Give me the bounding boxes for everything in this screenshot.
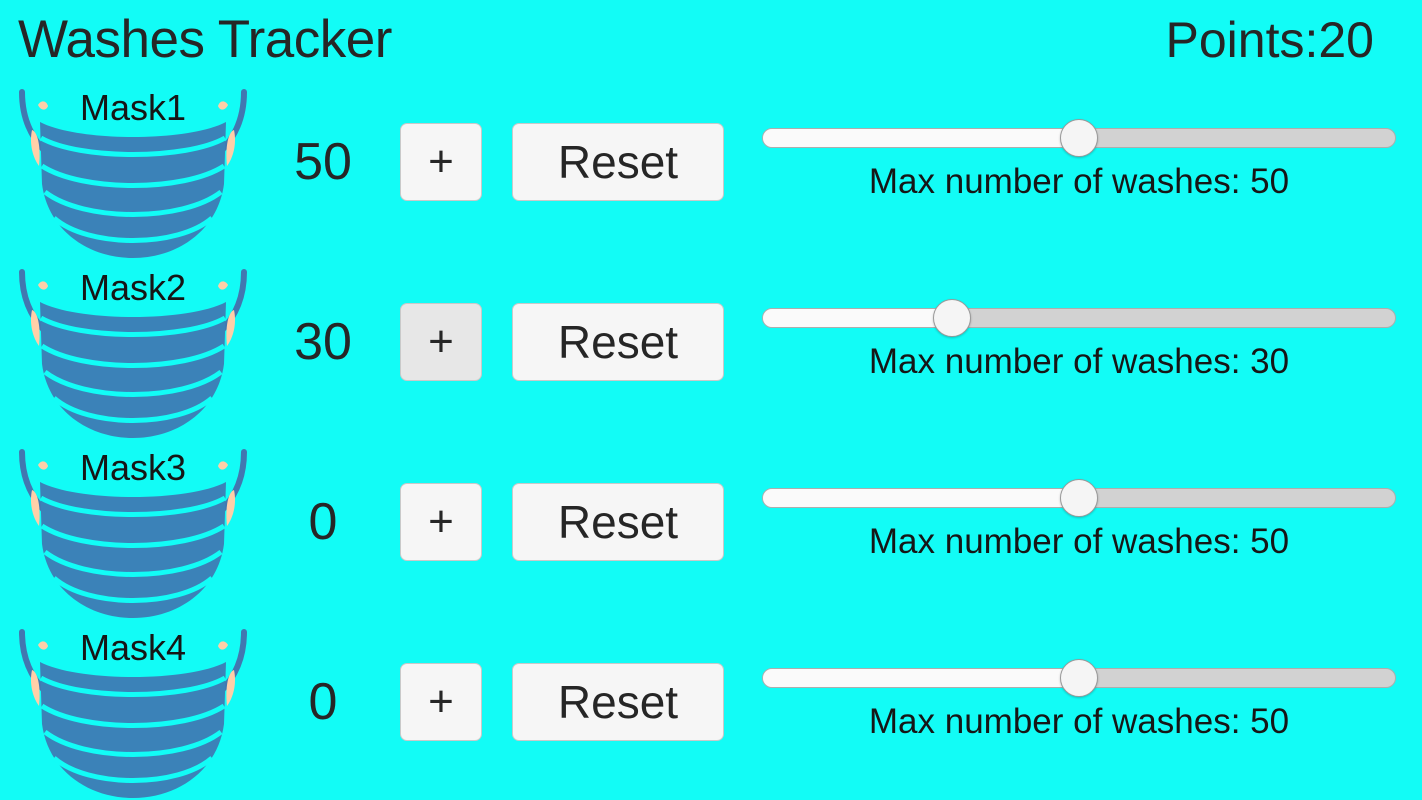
max-washes-slider-2[interactable] (762, 308, 1396, 328)
max-washes-slider-group: Max number of washes: 50 (762, 658, 1396, 768)
face-mask-icon: Mask1 (8, 80, 258, 260)
face-mask-icon: Mask2 (8, 260, 258, 440)
increment-button-3[interactable]: + (400, 483, 482, 561)
max-washes-caption-2: Max number of washes: 30 (868, 342, 1290, 381)
app-header: Washes Tracker Points:20 (0, 0, 1422, 80)
max-washes-caption-4: Max number of washes: 50 (868, 702, 1290, 741)
wash-count-value-3: 0 (308, 493, 338, 551)
max-washes-slider-group: Max number of washes: 30 (762, 298, 1396, 408)
increment-button-1[interactable]: + (400, 123, 482, 201)
max-washes-slider-group: Max number of washes: 50 (762, 478, 1396, 588)
slider-thumb-1[interactable] (1060, 119, 1098, 157)
slider-thumb-4[interactable] (1060, 659, 1098, 697)
reset-button-4[interactable]: Reset (512, 663, 724, 741)
wash-count-value-1: 50 (294, 133, 352, 191)
wash-count-value-4: 0 (308, 673, 338, 731)
slider-fill (763, 489, 1079, 507)
max-washes-slider-group: Max number of washes: 50 (762, 118, 1396, 228)
reset-button-3[interactable]: Reset (512, 483, 724, 561)
increment-button-4[interactable]: + (400, 663, 482, 741)
slider-fill (763, 309, 953, 327)
slider-thumb-2[interactable] (933, 299, 972, 337)
max-washes-caption-3: Max number of washes: 50 (868, 522, 1290, 561)
slider-fill (763, 129, 1079, 147)
mask-row-2: Mask2 30 + Reset Max number of washes: 3… (0, 260, 1422, 440)
mask-row-4: Mask4 0 + Reset Max number of washes: 50 (0, 620, 1422, 800)
face-mask-icon: Mask4 (8, 620, 258, 800)
reset-button-1[interactable]: Reset (512, 123, 724, 201)
wash-count-value-2: 30 (294, 313, 352, 371)
slider-fill (763, 669, 1079, 687)
slider-thumb-3[interactable] (1060, 479, 1098, 517)
points-display: Points:20 (1165, 12, 1374, 68)
face-mask-icon: Mask3 (8, 440, 258, 620)
reset-button-2[interactable]: Reset (512, 303, 724, 381)
max-washes-caption-1: Max number of washes: 50 (868, 162, 1290, 201)
increment-button-2[interactable]: + (400, 303, 482, 381)
mask-rows-list: Mask1 50 + Reset Max number of washes: 5… (0, 80, 1422, 800)
page-title: Washes Tracker (18, 10, 392, 69)
mask-row-1: Mask1 50 + Reset Max number of washes: 5… (0, 80, 1422, 260)
mask-row-3: Mask3 0 + Reset Max number of washes: 50 (0, 440, 1422, 620)
